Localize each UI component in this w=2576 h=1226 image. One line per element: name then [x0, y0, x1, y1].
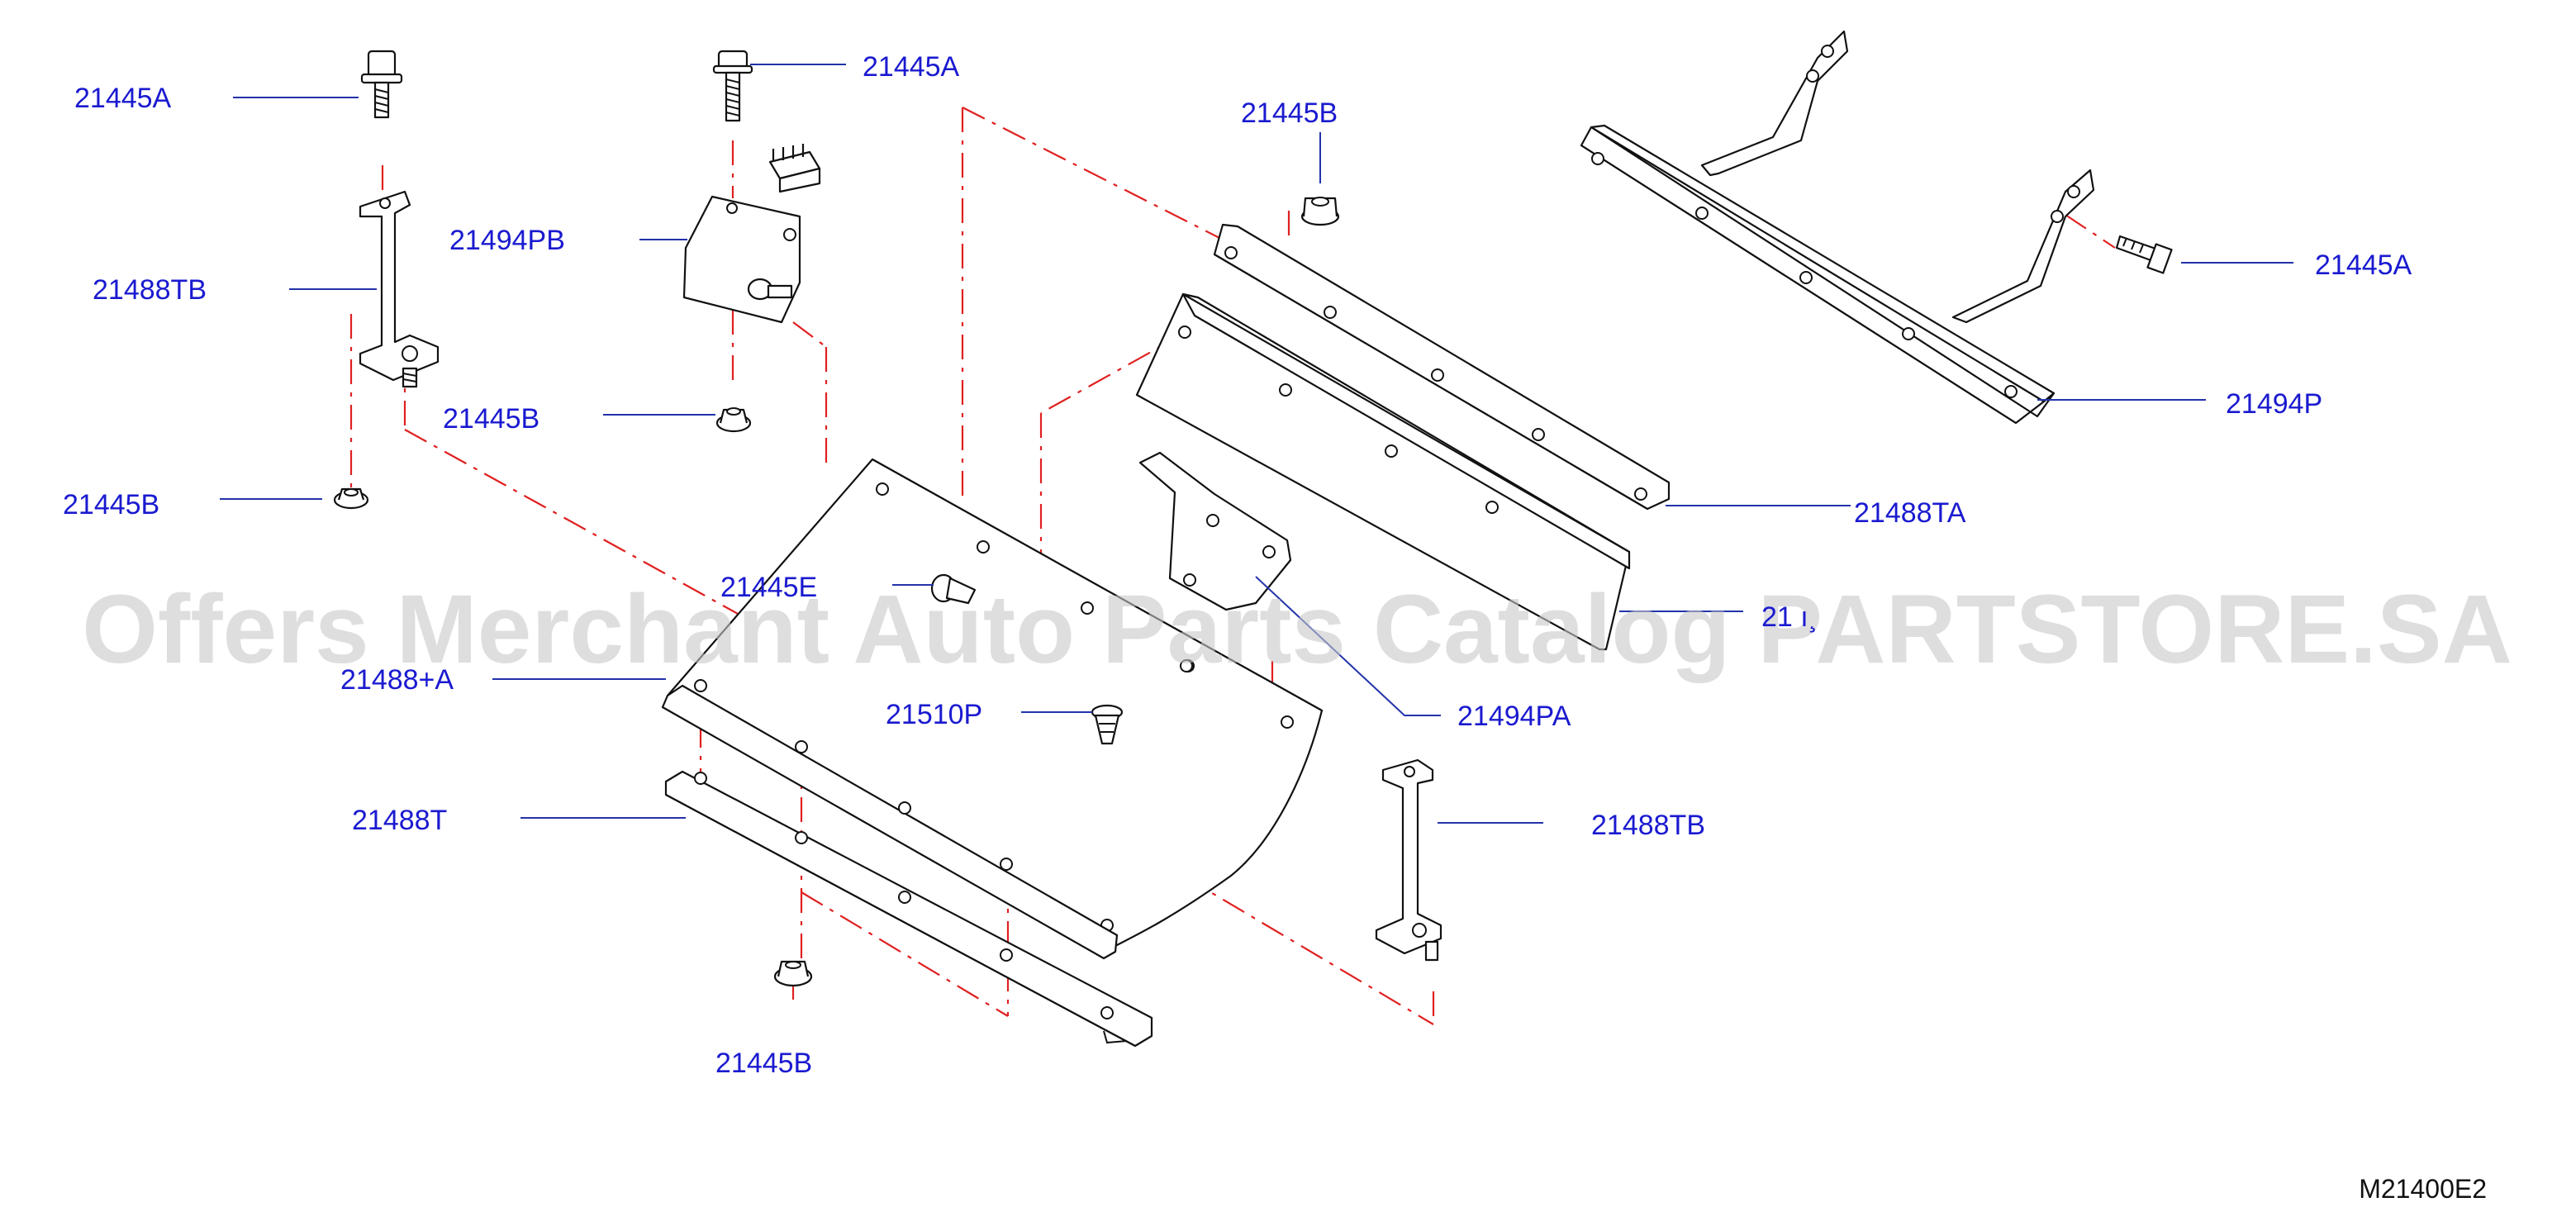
bolt-icon [360, 50, 403, 119]
label-stay-right[interactable]: 21488TB [1591, 810, 1705, 841]
label-clip-e[interactable]: 21445E [720, 572, 817, 603]
bolt-icon [2115, 235, 2173, 274]
label-nut-top-center[interactable]: 21445B [1241, 97, 1338, 129]
main-panel-part [666, 458, 1324, 952]
label-bracket-pa[interactable]: 21494PA [1457, 701, 1571, 732]
label-bolt-top-left[interactable]: 21445A [74, 83, 172, 114]
panel-part [1135, 292, 1631, 651]
label-bolt-right[interactable]: 21445A [2315, 249, 2412, 281]
label-panel-partial[interactable]: 21 ı¸ [1761, 601, 1818, 633]
label-strip-t[interactable]: 21488T [352, 805, 447, 836]
bracket-pb-part [682, 195, 801, 324]
leader-lines [220, 64, 2293, 824]
bolt-icon [712, 50, 753, 122]
label-nut-left[interactable]: 21445B [63, 489, 159, 520]
strip-a-part [661, 679, 1119, 960]
label-bracket-pb[interactable]: 21494PB [449, 225, 565, 256]
clip-icon [1091, 704, 1124, 745]
stay-left-part [359, 190, 440, 388]
label-bar-p[interactable]: 21494P [2226, 388, 2322, 420]
bracket-pa-part [1138, 451, 1292, 611]
part-labels: 21445A 21445A 21445B 21445A 21494PB 2148… [63, 51, 2412, 1079]
watermark: Offers Merchant Auto Parts Catalog PARTS… [82, 575, 2512, 684]
stay-right-part [1375, 758, 1442, 962]
label-strip-ta[interactable]: 21488TA [1854, 497, 1966, 529]
bar-p-part [1580, 30, 2095, 425]
strip-t-part [664, 770, 1153, 1048]
label-nut-mid-left[interactable]: 21445B [443, 403, 539, 435]
nut-icon [773, 960, 813, 987]
clip-icon [930, 573, 977, 605]
diagram-code: M21400E2 [2359, 1174, 2487, 1204]
nut-icon [1300, 197, 1340, 226]
label-clip-p[interactable]: 21510P [886, 699, 982, 730]
nut-icon [715, 407, 752, 433]
nut-icon [333, 487, 369, 510]
label-bolt-top-center[interactable]: 21445A [863, 51, 960, 83]
label-nut-bottom[interactable]: 21445B [715, 1048, 812, 1079]
connector-icon [768, 144, 821, 193]
label-stay-left[interactable]: 21488TB [93, 274, 207, 306]
label-strip-a[interactable]: 21488+A [340, 664, 454, 696]
strip-ta-part [1213, 223, 1671, 511]
